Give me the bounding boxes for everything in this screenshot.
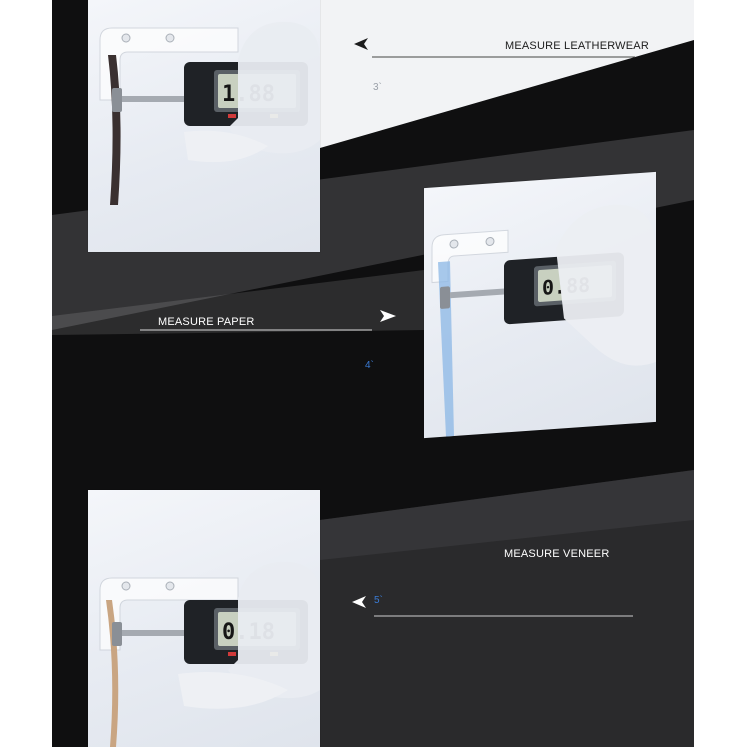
gauge-illustration: 0.88: [431, 204, 656, 437]
photo-veneer: 0.18: [88, 490, 320, 747]
caption-pointer: [354, 38, 635, 58]
caption-pointer: [352, 596, 633, 617]
caption-paper: MEASURE PAPER: [158, 316, 255, 328]
gauge-illustration: 0.18: [99, 561, 320, 747]
arrow-right-icon: [380, 310, 396, 322]
caption-leatherwear: MEASURE LEATHERWEAR: [505, 40, 649, 52]
arrow-left-icon: [352, 596, 366, 608]
photo-leatherwear: 1.88: [88, 0, 320, 252]
arrow-left-icon: [354, 38, 368, 50]
caption-pointer: [140, 310, 396, 331]
step-number-4: 4`: [365, 360, 374, 371]
step-number-5: 5`: [374, 595, 383, 606]
gauge-illustration: 1.88: [99, 21, 320, 205]
step-number-3: 3`: [373, 82, 382, 93]
caption-veneer: MEASURE VENEER: [504, 548, 610, 560]
photo-paper: 0.88: [424, 171, 656, 439]
